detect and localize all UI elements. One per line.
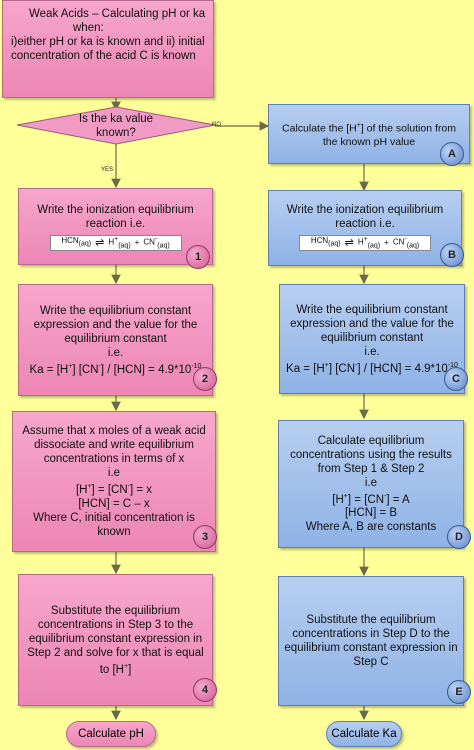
step-2-line: Write the equilibrium constant: [39, 304, 192, 317]
step-D-box: Calculate equilibrium concentrations usi…: [278, 420, 464, 548]
title-line: i)either pH or ka is known and ii) initi…: [11, 36, 205, 48]
decision-line: Is the ka value: [78, 113, 154, 125]
step-A-line: the known pH value: [322, 136, 416, 149]
step-3-line: [HCN] = C – x: [78, 497, 150, 510]
step-E-line: concentrations in Step D to the: [292, 628, 450, 640]
step-B-line: Write the ionization equilibrium: [286, 204, 444, 216]
badge-3: 3: [193, 525, 217, 549]
decision-text: Is the ka value known?: [56, 112, 176, 140]
step-D-line: [HCN] = B: [344, 507, 398, 520]
step-D-line: from Step 1 & Step 2: [317, 462, 425, 475]
decision-line: known?: [96, 127, 136, 139]
step-2-box: Write the equilibrium constant expressio…: [18, 284, 213, 396]
step-E-line: Step C: [353, 656, 389, 668]
step-3-line: Assume that x moles of a weak acid: [22, 425, 206, 438]
step-2-line: equilibrium constant: [64, 332, 167, 345]
step-3-line: Where C, initial concentration is: [33, 511, 195, 524]
step-3-line: [H+] = [CN-] = x: [75, 483, 153, 496]
step-1-equation: HCN(aq) ⇌ H+(aq) + CN-(aq): [49, 235, 182, 251]
equilibrium-arrow-icon: ⇌: [95, 237, 105, 249]
step-4-box: Substitute the equilibrium concentration…: [18, 574, 213, 706]
yes-label: YES: [101, 167, 114, 173]
badge-C: C: [444, 367, 468, 391]
badge-E: E: [447, 680, 471, 704]
step-4-line: Step 2 and solve for x that is equal: [27, 646, 204, 659]
badge-A: A: [440, 142, 464, 166]
badge-2: 2: [193, 367, 217, 391]
step-3-line: i.e: [107, 467, 121, 480]
step-D-line: Where A, B are constants: [305, 521, 437, 534]
step-B-equation: HCN(aq) ⇌ H+(aq) + CN-(aq): [299, 235, 431, 251]
step-4-line: concentrations in Step 3 to the: [37, 618, 194, 631]
step-C-line: Write the equilibrium constant: [296, 303, 448, 316]
step-3-line: dissociate and write equilibrium: [34, 439, 194, 452]
eq-plus: +: [384, 238, 389, 247]
step-3-line: known: [97, 525, 131, 538]
step-D-line: Calculate equilibrium: [317, 434, 425, 447]
step-A-box: Calculate the [H+] of the solution from …: [268, 104, 470, 164]
eq-product-2: CN-(aq): [143, 235, 170, 250]
badge-D: D: [447, 525, 471, 549]
title-line: Weak Acids – Calculating pH or ka: [29, 8, 206, 20]
step-3-line: concentrations in terms of x: [43, 453, 185, 466]
no-label: NO: [212, 122, 221, 128]
calculate-ka-terminal: Calculate Ka: [326, 721, 402, 747]
eq-product-2: CN-(aq): [392, 235, 420, 250]
step-3-box: Assume that x moles of a weak acid disso…: [12, 411, 216, 552]
step-D-line: i.e: [364, 476, 378, 489]
eq-plus: +: [134, 238, 140, 247]
step-C-box: Write the equilibrium constant expressio…: [279, 284, 465, 394]
eq-reactant: HCN(aq): [61, 236, 92, 248]
badge-4: 4: [193, 678, 217, 702]
step-B-line: reaction i.e.: [335, 218, 395, 230]
eq-product-1: H+(aq): [357, 235, 381, 250]
step-2-line: Ka = [H+] [CN-] / [HCN] = 4.9*10-10: [29, 362, 202, 376]
title-box: Weak Acids – Calculating pH or ka when: …: [2, 0, 214, 98]
step-C-line: i.e.: [364, 345, 380, 358]
step-D-line: [H+] = [CN-] = A: [332, 492, 410, 506]
step-4-line: Substitute the equilibrium: [50, 604, 181, 617]
step-2-line: i.e.: [107, 346, 124, 359]
step-C-line: Ka = [H+] [CN-] / [HCN] = 4.9*10-10: [286, 361, 458, 375]
eq-reactant: HCN(aq): [310, 236, 341, 248]
step-E-line: Substitute the equilibrium: [306, 614, 436, 626]
step-4-line: equilibrium constant expression in: [28, 632, 203, 645]
title-line: concentration of the acid C is known: [11, 50, 196, 62]
step-1-box: Write the ionization equilibrium reactio…: [18, 188, 213, 265]
step-D-line: concentrations using the results: [290, 448, 452, 461]
step-B-box: Write the ionization equilibrium reactio…: [268, 190, 462, 266]
step-2-line: expression and the value for the: [33, 318, 198, 331]
step-C-line: equilibrium constant: [320, 331, 424, 344]
equilibrium-arrow-icon: ⇌: [344, 237, 354, 249]
step-E-line: equilibrium constant expression in: [284, 642, 458, 654]
badge-B: B: [440, 243, 464, 267]
title-line: when:: [73, 22, 104, 34]
eq-product-1: H+(aq): [108, 235, 131, 250]
step-1-line: reaction i.e.: [85, 218, 146, 230]
step-1-line: Write the ionization equilibrium: [37, 204, 194, 216]
step-C-line: expression and the value for the: [290, 317, 454, 330]
step-4-line: to [H+]: [99, 662, 132, 676]
step-A-line: Calculate the [H+] of the solution from: [282, 121, 456, 135]
badge-1: 1: [186, 245, 210, 269]
step-E-box: Substitute the equilibrium concentration…: [278, 576, 464, 706]
calculate-ph-terminal: Calculate pH: [66, 721, 156, 747]
